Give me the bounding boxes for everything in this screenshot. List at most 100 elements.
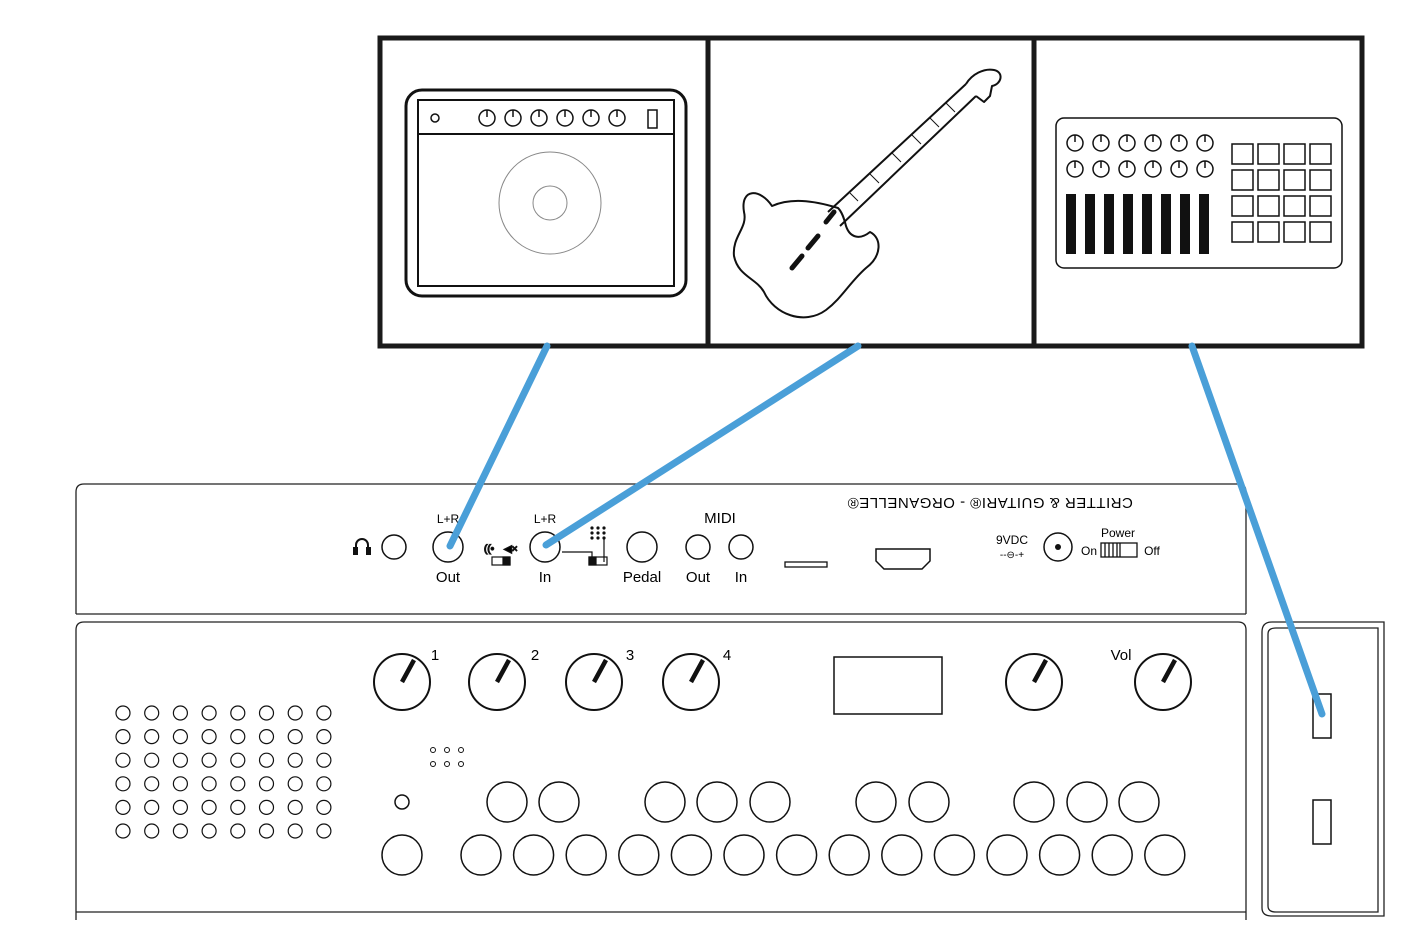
speaker-hole bbox=[144, 705, 160, 721]
speaker-hole bbox=[201, 823, 217, 839]
volume-knob-label: Vol bbox=[1111, 647, 1132, 664]
midi-in-label: In bbox=[735, 569, 748, 586]
speaker-hole bbox=[230, 799, 246, 816]
black-key[interactable] bbox=[1066, 781, 1108, 823]
white-key[interactable] bbox=[618, 834, 660, 876]
black-key[interactable] bbox=[908, 781, 950, 823]
midi-controller-icon bbox=[1055, 117, 1343, 269]
white-key[interactable] bbox=[1038, 834, 1081, 876]
black-key[interactable] bbox=[749, 781, 791, 823]
speaker-hole bbox=[316, 776, 332, 792]
speaker-hole bbox=[115, 776, 131, 792]
usb-port-lower[interactable] bbox=[1312, 799, 1332, 845]
speaker-hole bbox=[172, 776, 188, 792]
black-key[interactable] bbox=[855, 781, 897, 823]
level-switch-icon: ((• ◀× bbox=[483, 543, 518, 566]
midi-in-jack[interactable] bbox=[728, 534, 754, 560]
speaker-hole bbox=[144, 728, 160, 745]
guitar-cable bbox=[542, 342, 862, 549]
selector-knob[interactable] bbox=[1005, 653, 1063, 711]
black-key[interactable] bbox=[644, 781, 686, 823]
black-key[interactable] bbox=[1013, 781, 1055, 823]
pedal-jack[interactable] bbox=[626, 531, 658, 563]
white-key[interactable] bbox=[723, 834, 765, 876]
knob-3-label: 3 bbox=[626, 647, 634, 664]
amplifier-icon bbox=[404, 88, 688, 298]
speaker-hole bbox=[201, 728, 217, 745]
speaker-hole bbox=[230, 705, 246, 721]
speaker-hole bbox=[258, 752, 275, 768]
black-key[interactable] bbox=[1118, 781, 1160, 823]
speaker-hole bbox=[287, 776, 303, 792]
speaker-hole bbox=[201, 799, 217, 816]
white-key[interactable] bbox=[986, 834, 1028, 876]
speaker-hole bbox=[144, 823, 160, 839]
white-key[interactable] bbox=[460, 834, 502, 876]
guitar-icon bbox=[732, 68, 1002, 319]
speaker-hole bbox=[316, 728, 332, 745]
hdmi-port[interactable] bbox=[875, 548, 931, 570]
sd-card-slot[interactable] bbox=[784, 561, 828, 568]
amplifier-cable bbox=[446, 342, 551, 550]
knob-1[interactable] bbox=[373, 653, 431, 711]
speaker-hole bbox=[201, 705, 217, 721]
pedal-label: Pedal bbox=[623, 569, 661, 586]
audio-in-jack[interactable] bbox=[529, 531, 561, 563]
knob-1-label: 1 bbox=[431, 647, 439, 664]
dc-power-jack[interactable] bbox=[1043, 532, 1073, 562]
speaker-hole bbox=[258, 823, 275, 839]
dc-polarity-icon: --⊖-+ bbox=[1000, 550, 1024, 561]
input-mode-switch-icon bbox=[562, 526, 608, 566]
brand-text: CRITTER & GUITARI® - ORGANELLE® bbox=[847, 494, 1133, 511]
speaker-hole bbox=[316, 823, 332, 839]
organelle-top-panel bbox=[75, 621, 1247, 920]
audio-out-jack[interactable] bbox=[432, 531, 464, 563]
speaker-hole bbox=[172, 705, 188, 721]
speaker-hole bbox=[144, 752, 160, 768]
speaker-hole bbox=[230, 823, 246, 839]
black-key[interactable] bbox=[486, 781, 528, 823]
speaker-hole bbox=[144, 799, 160, 816]
black-key[interactable] bbox=[538, 781, 580, 823]
midi-out-label: Out bbox=[686, 569, 711, 586]
white-key[interactable] bbox=[933, 834, 976, 876]
knob-4[interactable] bbox=[662, 653, 720, 711]
out-jack-label-top: L+R bbox=[437, 512, 460, 526]
knob-3[interactable] bbox=[565, 653, 623, 711]
speaker-hole bbox=[115, 705, 131, 721]
white-key[interactable] bbox=[565, 834, 607, 876]
speaker-hole bbox=[115, 728, 131, 745]
midi-out-jack[interactable] bbox=[685, 534, 711, 560]
speaker-hole bbox=[172, 823, 188, 839]
white-key[interactable] bbox=[775, 834, 818, 876]
headphone-icon bbox=[353, 538, 371, 555]
status-led bbox=[394, 794, 410, 810]
out-jack-label: Out bbox=[436, 569, 461, 586]
black-key[interactable] bbox=[696, 781, 738, 823]
headphone-jack[interactable] bbox=[381, 534, 407, 560]
microphone-holes bbox=[430, 747, 464, 767]
speaker-hole bbox=[230, 776, 246, 792]
speaker-hole bbox=[115, 752, 131, 768]
power-switch[interactable] bbox=[1100, 542, 1138, 558]
speaker-hole bbox=[258, 776, 275, 792]
white-key[interactable] bbox=[828, 834, 870, 876]
knob-4-label: 4 bbox=[723, 647, 731, 664]
speaker-hole bbox=[287, 823, 303, 839]
white-key[interactable] bbox=[670, 834, 713, 876]
usb-port-upper[interactable] bbox=[1312, 693, 1332, 739]
midi-label: MIDI bbox=[704, 510, 736, 527]
volume-knob[interactable] bbox=[1134, 653, 1192, 711]
keyboard bbox=[381, 781, 1186, 876]
knob-2[interactable] bbox=[468, 653, 526, 711]
white-key[interactable] bbox=[881, 834, 923, 876]
power-off-label: Off bbox=[1144, 544, 1160, 558]
white-key[interactable] bbox=[1144, 834, 1186, 876]
white-key[interactable] bbox=[512, 834, 555, 876]
speaker-hole bbox=[115, 799, 131, 816]
white-key[interactable] bbox=[1091, 834, 1133, 876]
speaker-hole bbox=[287, 799, 303, 816]
aux-key[interactable] bbox=[381, 834, 423, 876]
speaker-hole bbox=[287, 728, 303, 745]
